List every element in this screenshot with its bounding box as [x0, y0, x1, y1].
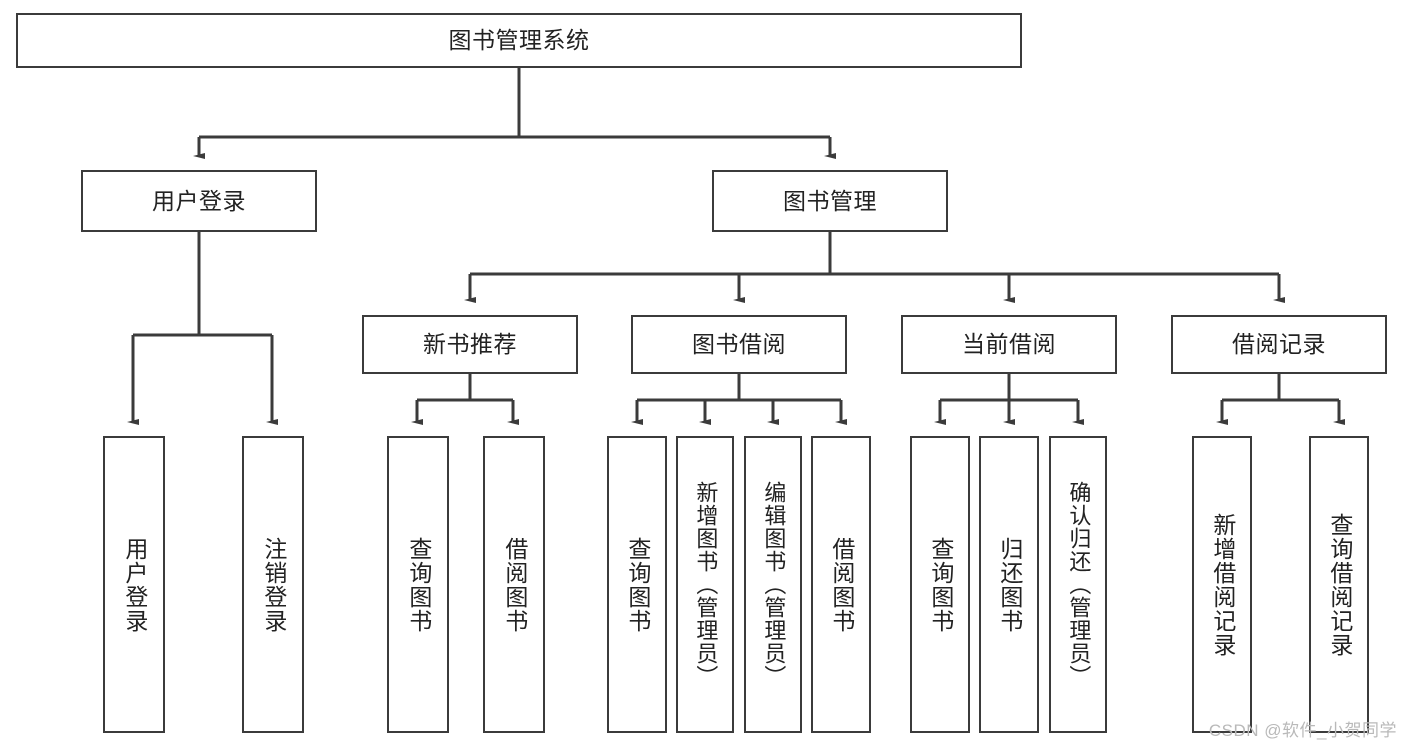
node-book-borrow[interactable]: 图书借阅 [631, 315, 847, 374]
node-leaf-query-book-1[interactable]: 查询图书 [387, 436, 449, 733]
node-leaf-borrow-book-2-label: 借阅图书 [828, 536, 855, 633]
node-book-manage[interactable]: 图书管理 [712, 170, 948, 232]
node-leaf-confirm-return-admin-label: 确认归还（管理员） [1066, 481, 1092, 688]
node-borrow-record-label: 借阅记录 [1232, 331, 1326, 358]
node-leaf-edit-book-admin-label: 编辑图书（管理员） [761, 481, 787, 688]
node-user-login[interactable]: 用户登录 [81, 170, 317, 232]
node-leaf-query-book-3[interactable]: 查询图书 [910, 436, 970, 733]
node-leaf-user-login[interactable]: 用户登录 [103, 436, 165, 733]
node-book-manage-label: 图书管理 [783, 187, 877, 214]
node-leaf-edit-book-admin[interactable]: 编辑图书（管理员） [744, 436, 802, 733]
node-leaf-query-book-2-label: 查询图书 [624, 536, 651, 633]
node-borrow-record[interactable]: 借阅记录 [1171, 315, 1387, 374]
node-new-book-recommend-label: 新书推荐 [423, 331, 517, 358]
node-leaf-borrow-book-1-label: 借阅图书 [501, 536, 528, 633]
node-book-borrow-label: 图书借阅 [692, 331, 786, 358]
node-leaf-logout-login[interactable]: 注销登录 [242, 436, 304, 733]
node-leaf-query-book-3-label: 查询图书 [927, 536, 954, 633]
node-leaf-query-borrow-record[interactable]: 查询借阅记录 [1309, 436, 1369, 733]
node-leaf-add-book-admin-label: 新增图书（管理员） [693, 481, 719, 688]
node-current-borrow[interactable]: 当前借阅 [901, 315, 1117, 374]
node-leaf-return-book[interactable]: 归还图书 [979, 436, 1039, 733]
node-leaf-query-borrow-record-label: 查询借阅记录 [1326, 512, 1353, 657]
node-new-book-recommend[interactable]: 新书推荐 [362, 315, 578, 374]
node-leaf-borrow-book-2[interactable]: 借阅图书 [811, 436, 871, 733]
node-leaf-return-book-label: 归还图书 [996, 536, 1023, 633]
node-root-label: 图书管理系统 [448, 27, 590, 54]
node-leaf-add-borrow-record-label: 新增借阅记录 [1209, 512, 1236, 657]
node-leaf-user-login-label: 用户登录 [121, 536, 148, 633]
node-leaf-add-borrow-record[interactable]: 新增借阅记录 [1192, 436, 1252, 733]
node-user-login-label: 用户登录 [152, 187, 246, 214]
node-current-borrow-label: 当前借阅 [962, 331, 1056, 358]
watermark-text: CSDN @软件_小贺同学 [1208, 721, 1397, 740]
node-leaf-logout-login-label: 注销登录 [260, 536, 287, 633]
node-leaf-add-book-admin[interactable]: 新增图书（管理员） [676, 436, 734, 733]
node-root[interactable]: 图书管理系统 [16, 13, 1022, 68]
node-leaf-query-book-1-label: 查询图书 [405, 536, 432, 633]
node-leaf-query-book-2[interactable]: 查询图书 [607, 436, 667, 733]
node-leaf-confirm-return-admin[interactable]: 确认归还（管理员） [1049, 436, 1107, 733]
node-leaf-borrow-book-1[interactable]: 借阅图书 [483, 436, 545, 733]
